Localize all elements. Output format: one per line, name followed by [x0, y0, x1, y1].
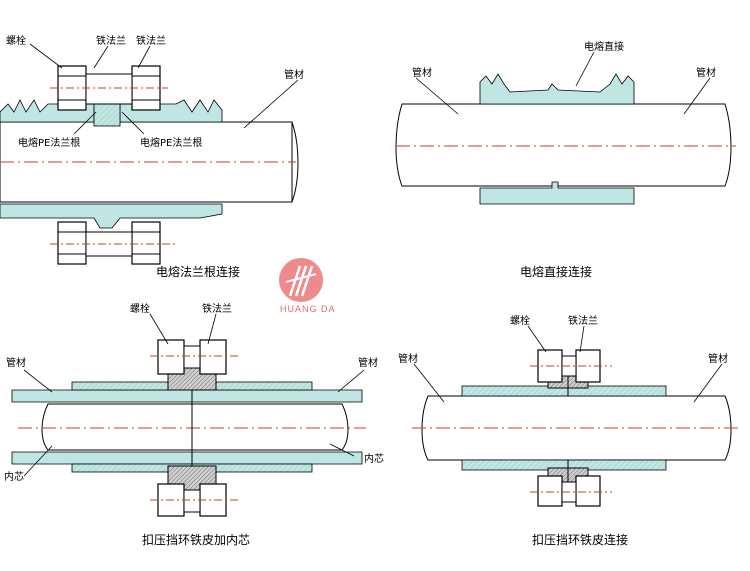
fig4-label-iron-flange: 铁法兰	[568, 314, 598, 327]
fig3-label-bolt: 螺栓	[130, 302, 150, 315]
fig2-coupler-top	[479, 73, 635, 105]
figure-1-flange-connection: 螺栓 铁法兰 铁法兰 管材 电熔PE法兰根 电熔PE法兰根 电熔法兰根连接	[0, 34, 304, 279]
fig4-nut-bottom-left	[537, 475, 563, 507]
fig3-label-core-left: 内芯	[4, 470, 24, 483]
fig4-label-pipe-right: 管材	[708, 352, 728, 365]
fig2-label-pipe-left: 管材	[412, 66, 432, 79]
fig4-label-bolt: 螺栓	[510, 314, 530, 327]
fig1-label-pipe: 管材	[284, 68, 304, 81]
fig1-bolt-shank-top	[85, 73, 133, 105]
fig1-label-iron-flange-b: 铁法兰	[136, 34, 166, 47]
huangda-logo: HUANG DA	[279, 258, 336, 314]
fig3-pipe-wall-top	[11, 389, 363, 403]
fig3-bolt-bottom	[183, 489, 201, 513]
fig2-pipe	[395, 103, 732, 187]
fig3-label-iron-flange: 铁法兰	[202, 302, 232, 315]
logo-text: HUANG DA	[280, 304, 336, 314]
fig4-caption: 扣压挡环铁皮连接	[532, 532, 628, 547]
fig3-label-pipe-right: 管材	[358, 356, 378, 369]
fig2-label-coupler: 电熔直接	[584, 40, 624, 53]
fig4-pipe	[421, 395, 732, 461]
fig3-nut-top-right	[199, 339, 227, 375]
fig3-inner-core	[41, 403, 349, 451]
fig3-bolt-top	[183, 345, 201, 369]
fig3-pipe-wall-bottom	[11, 451, 363, 465]
fig1-pe-flange-bottom	[0, 203, 223, 229]
fig1-label-pe-flange-a: 电熔PE法兰根	[18, 136, 80, 149]
fig3-nut-top-left	[157, 339, 185, 375]
fig1-label-bolt: 螺栓	[6, 34, 26, 47]
figure-3-crimp-ring-with-core: 螺栓 铁法兰 管材 管材 内芯 内芯 扣压挡环铁皮加内芯	[4, 302, 384, 547]
fig1-caption: 电熔法兰根连接	[156, 264, 240, 279]
fig3-label-pipe-left: 管材	[6, 356, 26, 369]
figure-4-crimp-ring: 螺栓 铁法兰 管材 管材 扣压挡环铁皮连接	[398, 314, 740, 547]
fig3-caption: 扣压挡环铁皮加内芯	[142, 533, 250, 547]
fig1-label-pe-flange-b: 电熔PE法兰根	[140, 136, 202, 149]
fig1-nut-bottom-left	[57, 221, 87, 265]
fig3-label-core-right: 内芯	[364, 452, 384, 465]
fig2-coupler-bottom	[479, 181, 635, 205]
fig1-nut-bottom-right	[131, 221, 161, 265]
fig4-nut-bottom-right	[575, 475, 601, 507]
figure-2-electrofusion-coupler: 电熔直接 管材 管材 电熔直接连接	[395, 40, 736, 279]
fig2-caption: 电熔直接连接	[520, 264, 592, 279]
fig2-label-pipe-right: 管材	[696, 66, 716, 79]
fig1-label-iron-flange-a: 铁法兰	[96, 34, 126, 47]
fig4-label-pipe-left: 管材	[398, 352, 418, 365]
